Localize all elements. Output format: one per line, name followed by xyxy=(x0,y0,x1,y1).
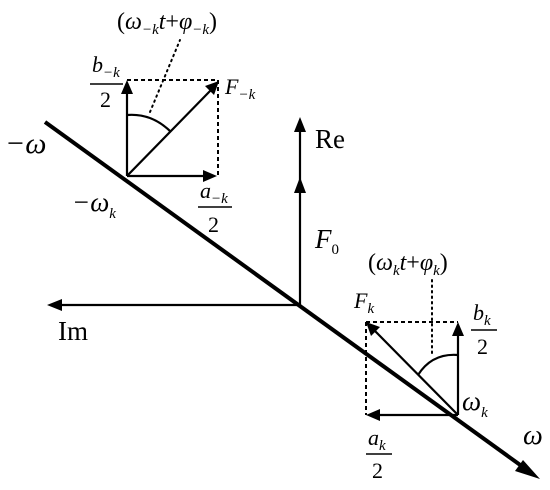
pos-phase-label: (ωkt+φk) xyxy=(368,250,448,279)
pos-node-label: ωk xyxy=(462,386,488,421)
pos-cos-arrowhead xyxy=(366,409,380,421)
neg-sin-arrowhead xyxy=(121,80,133,94)
re-axis-arrowhead xyxy=(294,117,306,132)
neg-phase-leader xyxy=(149,39,181,113)
positive-phasor-group xyxy=(365,277,464,421)
neg-sin-numerator: b−k xyxy=(92,52,120,81)
pos-cos-denominator: 2 xyxy=(372,458,383,483)
neg-phasor-arrowhead xyxy=(205,81,219,95)
neg-cos-denominator: 2 xyxy=(208,212,219,237)
pos-cos-numerator: ak xyxy=(368,425,386,454)
omega-neg-label: −ω xyxy=(5,127,46,160)
pos-sin-fraction: bk 2 xyxy=(471,300,497,359)
neg-cos-numerator: a−k xyxy=(200,178,228,207)
neg-phasor-vector xyxy=(126,89,212,177)
neg-cos-fraction: a−k 2 xyxy=(198,178,232,237)
negative-phasor-group xyxy=(121,39,219,182)
pos-sin-arrowhead xyxy=(452,322,464,336)
neg-node-label: −ωk xyxy=(72,187,116,222)
omega-axis xyxy=(43,120,525,469)
pos-phasor-arrowhead xyxy=(366,322,380,336)
neg-phase-arc xyxy=(126,113,172,133)
re-axis-label: Re xyxy=(315,124,345,154)
pos-phasor-vector xyxy=(374,330,459,416)
omega-pos-label: ω xyxy=(523,420,543,451)
omega-axis-arrowhead xyxy=(515,460,540,479)
neg-sin-fraction: b−k 2 xyxy=(90,52,123,112)
neg-cos-arrowhead xyxy=(203,170,217,182)
pos-vector-label: Fk xyxy=(353,288,374,317)
pos-phase-arc xyxy=(417,353,459,376)
pos-sin-numerator: bk xyxy=(473,300,491,329)
im-axis-arrowhead xyxy=(47,299,62,311)
f0-arrowhead xyxy=(294,177,306,193)
neg-vector-label: F−k xyxy=(224,74,256,103)
neg-sin-denominator: 2 xyxy=(100,87,111,112)
f0-label: F0 xyxy=(314,224,339,258)
pos-cos-fraction: ak 2 xyxy=(366,425,392,483)
pos-sin-denominator: 2 xyxy=(477,334,488,359)
neg-phase-label: (ω−kt+φ−k) xyxy=(117,9,217,38)
im-axis-label: Im xyxy=(58,316,88,346)
